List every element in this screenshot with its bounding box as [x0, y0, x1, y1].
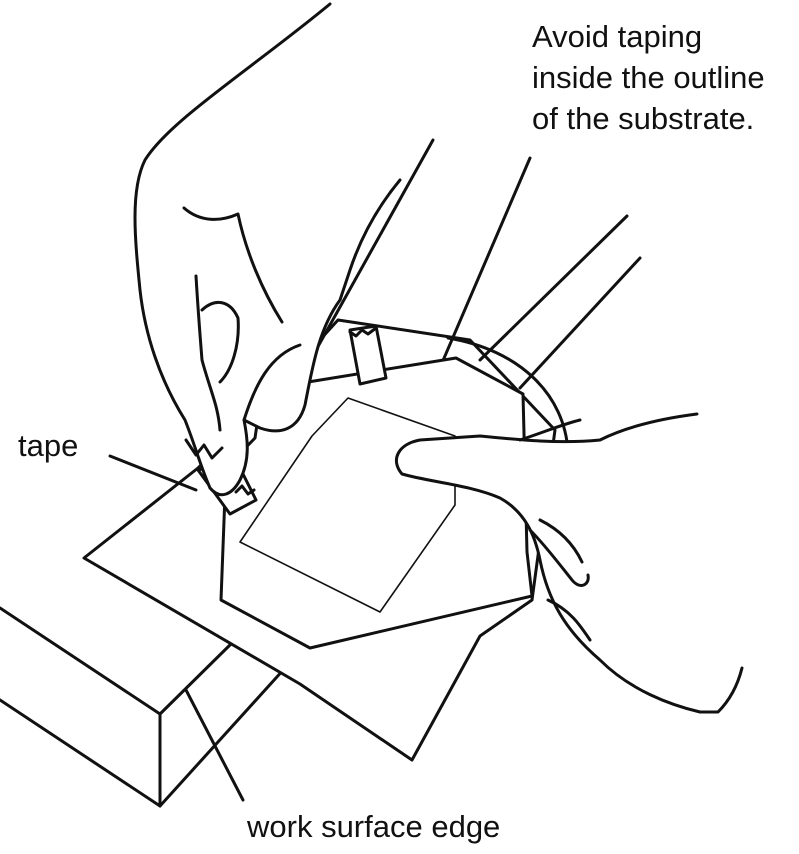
- callout-line-1: Avoid taping: [532, 19, 703, 54]
- tape-leader-line: [108, 454, 198, 492]
- substrate-outline: [239, 397, 456, 613]
- right-hand: [395, 412, 744, 714]
- callout-text: Avoid taping inside the outline of the s…: [532, 16, 765, 139]
- tape-label: tape: [18, 428, 79, 463]
- left-hand: [133, 2, 402, 497]
- leader-lines: [108, 454, 198, 492]
- work-surface-edge-label: work surface edge: [247, 809, 501, 844]
- work-surface-leader-line: [184, 688, 245, 802]
- callout-line-2: inside the outline: [532, 60, 765, 95]
- work-surface: [0, 606, 287, 808]
- callout-line-3: of the substrate.: [532, 101, 755, 136]
- tape-strip-top: [348, 324, 388, 386]
